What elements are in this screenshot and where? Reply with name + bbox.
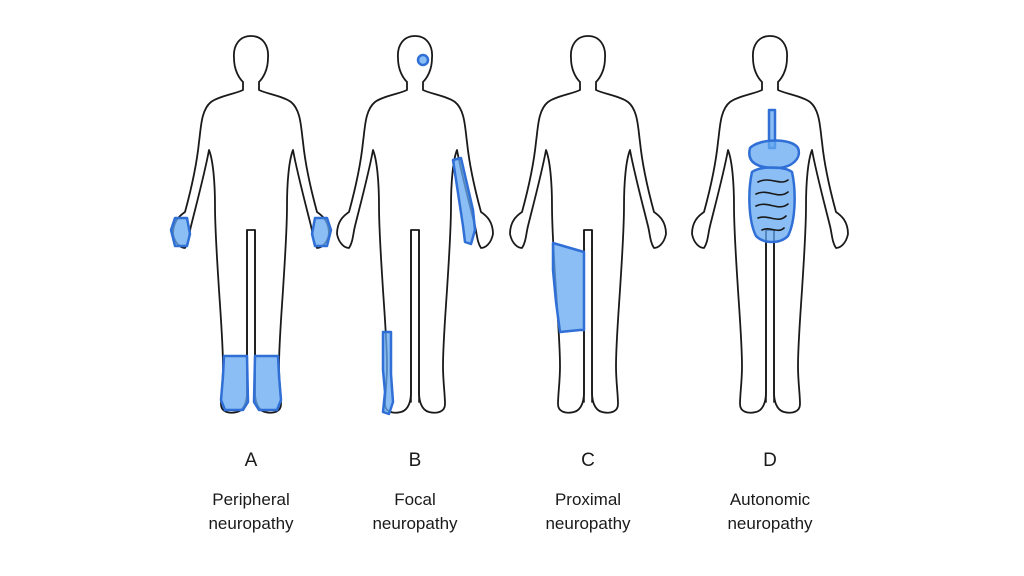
- leg-divider: [410, 229, 420, 403]
- body-figure-peripheral: [169, 35, 333, 414]
- caption-line: neuropathy: [727, 514, 813, 533]
- panel-proximal: C Proximal neuropathy: [498, 30, 678, 550]
- caption-line: neuropathy: [372, 514, 458, 533]
- left-foot-highlight: [219, 354, 250, 412]
- caption-line: neuropathy: [545, 514, 631, 533]
- digestive-organs-highlight: [748, 108, 801, 244]
- panel-caption: Peripheral neuropathy: [161, 488, 341, 536]
- body-figure-focal: [336, 35, 494, 416]
- caption-line: Autonomic: [729, 490, 811, 509]
- head-spot-highlight: [416, 53, 430, 67]
- caption-line: neuropathy: [208, 514, 294, 533]
- panel-peripheral: A Peripheral neuropathy: [161, 30, 341, 550]
- panel-caption: Proximal neuropathy: [498, 488, 678, 536]
- left-forearm-highlight: [451, 156, 477, 246]
- caption-line: Focal: [394, 490, 436, 509]
- panel-letter: C: [581, 450, 595, 471]
- panel-autonomic: D Autonomic neuropathy: [680, 30, 860, 550]
- right-foot-highlight: [252, 354, 283, 412]
- panel-letter: A: [244, 450, 258, 471]
- panel-focal: B Focal neuropathy: [325, 30, 505, 550]
- caption-line: Proximal: [554, 490, 622, 509]
- right-thigh-highlight: [551, 241, 586, 334]
- body-outline: [172, 35, 330, 414]
- stomach-highlight: [748, 139, 801, 170]
- panel-caption: Autonomic neuropathy: [680, 488, 860, 536]
- panel-letter: D: [763, 450, 777, 471]
- body-figure-proximal: [509, 35, 667, 414]
- caption-line: Peripheral: [212, 490, 290, 509]
- right-shin-highlight: [381, 330, 395, 416]
- intestine-coils: [755, 179, 789, 232]
- leg-divider: [765, 229, 775, 403]
- body-outline: [336, 35, 494, 414]
- body-outline: [509, 35, 667, 414]
- left-hand-highlight: [169, 216, 192, 248]
- panel-letter: B: [408, 450, 422, 471]
- right-hand-highlight: [310, 216, 333, 248]
- panel-caption: Focal neuropathy: [325, 488, 505, 536]
- body-figure-autonomic: [691, 35, 849, 414]
